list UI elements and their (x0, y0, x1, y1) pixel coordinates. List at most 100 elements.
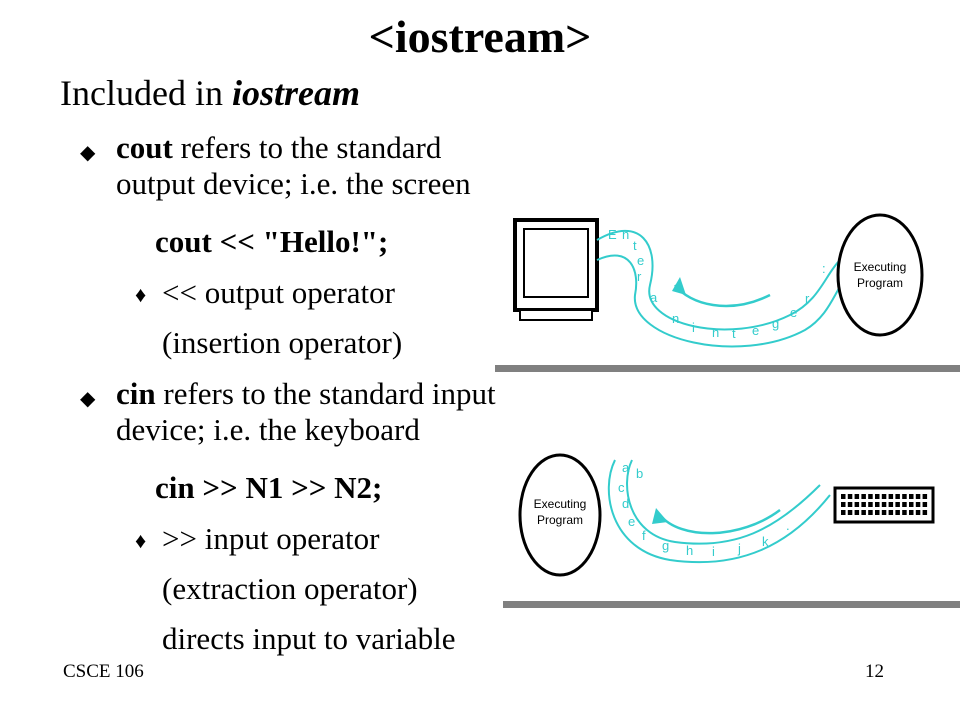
keyboard-icon (833, 486, 935, 524)
executing-program-oval: Executing Program (518, 453, 602, 577)
output-stream-char: a (650, 290, 658, 305)
input-stream-char: c (618, 480, 625, 495)
keyboard-key (854, 494, 860, 499)
keyboard-key (888, 502, 894, 507)
cin-line1: refers to the standard input (155, 376, 496, 411)
keyboard-key (888, 510, 894, 515)
output-stream-char: r (637, 269, 642, 284)
cin-line2: device; i.e. the keyboard (116, 412, 420, 447)
keyboard-key (847, 494, 853, 499)
keyboard-key (895, 494, 900, 499)
keyboard-key (909, 502, 914, 507)
output-stream-char: e (637, 253, 644, 268)
cin-operator-desc: input operator (196, 521, 380, 556)
keyboard-key (915, 502, 921, 507)
intro-emphasis: iostream (231, 73, 360, 113)
keyboard-key (847, 502, 853, 507)
keyboard-key (841, 494, 846, 499)
small-diamond-bullet-icon: ♦ (135, 528, 147, 553)
intro-text: Included in (60, 73, 232, 113)
keyboard-key (922, 510, 928, 515)
keyboard-key (881, 510, 887, 515)
cout-code: cout << "Hello!"; (155, 224, 389, 259)
output-stream-char: g (772, 316, 779, 331)
intro-line: Included in iostream (60, 72, 360, 114)
output-stream-char: e (752, 323, 759, 338)
keyboard-key (915, 510, 921, 515)
cin-code: cin >> N1 >> N2; (155, 470, 383, 505)
cin-sub-line3: directs input to variable (162, 621, 456, 656)
keyboard-key (881, 494, 887, 499)
output-stream-char: t (732, 326, 736, 341)
output-stream-char: e (790, 305, 797, 320)
program-label-line1: Executing (854, 260, 907, 274)
keyboard-key (861, 494, 866, 499)
keyboard-key (922, 502, 928, 507)
output-stream-char: i (692, 320, 695, 335)
input-stream-char: . (786, 518, 790, 533)
program-label-line2: Program (537, 513, 583, 527)
keyboard-key (922, 494, 928, 499)
cin-keyword: cin (116, 376, 156, 411)
cout-operator-desc: output operator (196, 275, 395, 310)
output-stream-char: r (805, 291, 810, 306)
input-stream-char: j (737, 541, 741, 556)
slide-title: <iostream> (368, 11, 592, 62)
keyboard-key (868, 494, 873, 499)
input-stream-char: a (622, 460, 630, 475)
output-stream (596, 229, 846, 348)
keyboard-key (915, 494, 921, 499)
cin-sub-line1: >> input operator (162, 521, 379, 557)
output-stream-char: t (633, 238, 637, 253)
monitor-icon (513, 218, 599, 321)
keyboard-key (854, 510, 860, 515)
cout-sub-line2: (insertion operator) (162, 325, 403, 360)
keyboard-key (909, 494, 914, 499)
keyboard-key (875, 494, 880, 499)
keyboard-key (841, 502, 846, 507)
keyboard-key (847, 510, 853, 515)
keyboard-key (895, 502, 900, 507)
keyboard-key (868, 510, 873, 515)
input-stream-char: b (636, 466, 643, 481)
input-stream-char: e (628, 514, 635, 529)
output-stream-char: E (608, 227, 617, 242)
cout-keyword: cout (116, 130, 173, 165)
divider-rule (503, 601, 960, 608)
keyboard-key (841, 510, 846, 515)
keyboard-key (902, 510, 907, 515)
output-stream-char: n (712, 325, 719, 340)
program-label-line2: Program (857, 276, 903, 290)
footer-page-number: 12 (865, 661, 884, 682)
keyboard-key (868, 502, 873, 507)
keyboard-key (902, 494, 907, 499)
keyboard-key (854, 502, 860, 507)
divider-rule (495, 365, 960, 372)
input-stream-char: g (662, 538, 669, 553)
cout-operator: << (162, 275, 197, 310)
diamond-bullet-icon: ◆ (80, 142, 96, 164)
executing-program-oval: Executing Program (836, 213, 924, 337)
keyboard-key (895, 510, 900, 515)
output-stream-char: n (622, 227, 629, 242)
keyboard-key (875, 510, 880, 515)
diamond-bullet-icon: ◆ (80, 388, 96, 410)
input-stream-char: h (686, 543, 693, 558)
cin-sub-line2: (extraction operator) (162, 571, 418, 606)
input-stream-char: d (622, 496, 629, 511)
footer-course: CSCE 106 (63, 661, 144, 682)
input-stream-char: k (762, 534, 769, 549)
cout-line2: output device; i.e. the screen (116, 166, 471, 201)
keyboard-key (888, 494, 894, 499)
output-stream-char: : (822, 261, 826, 276)
keyboard-key (909, 510, 914, 515)
program-label-line1: Executing (534, 497, 587, 511)
keyboard-key (875, 502, 880, 507)
keyboard-key (861, 510, 866, 515)
